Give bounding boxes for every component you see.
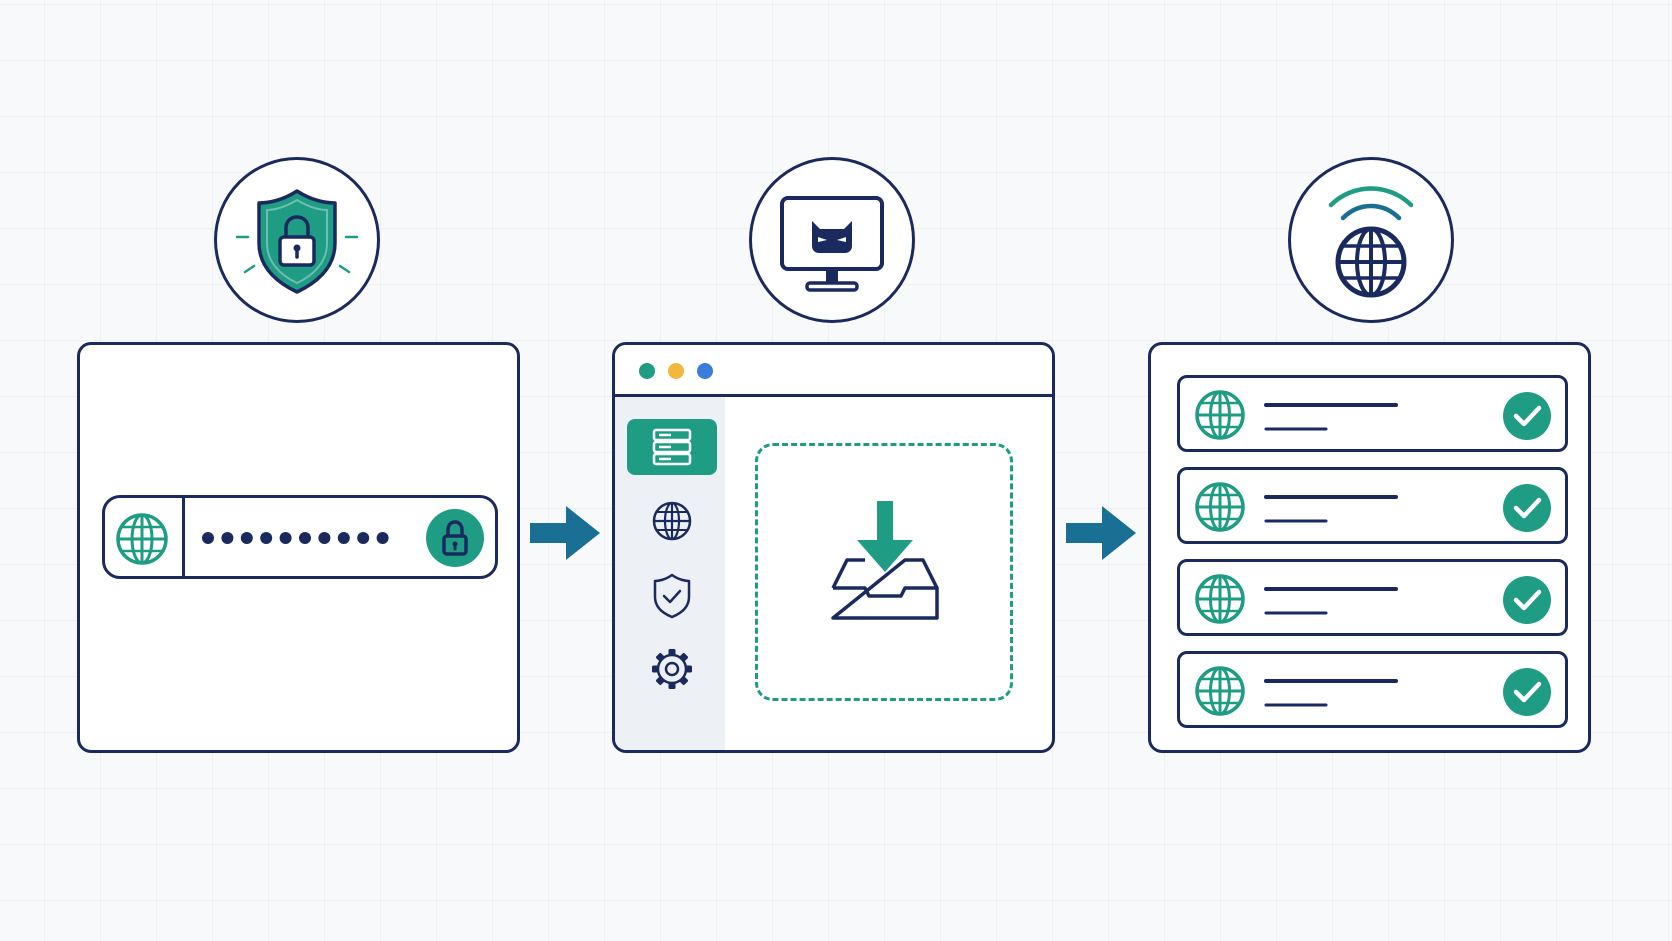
password-dot (240, 532, 253, 544)
monitor-badge (749, 157, 915, 323)
sidebar (615, 397, 725, 750)
globe-icon (1195, 666, 1245, 716)
password-dot (260, 532, 273, 544)
sidebar-item-servers[interactable] (627, 419, 717, 475)
check-icon (1503, 392, 1551, 440)
download-tray-icon (831, 501, 939, 620)
server-icon (652, 428, 692, 466)
sidebar-item-web[interactable] (627, 493, 717, 549)
site-text-placeholder (1264, 403, 1398, 431)
site-text-placeholder (1264, 679, 1398, 707)
site-list-panel (1148, 342, 1591, 753)
shield-lock-icon (235, 189, 359, 294)
globe-icon (116, 513, 168, 565)
masked-password (202, 532, 389, 544)
password-dot (376, 532, 389, 544)
sidebar-item-security[interactable] (627, 567, 717, 623)
right-arrow-icon (530, 506, 600, 560)
password-dot (357, 532, 370, 544)
globe-icon (1195, 482, 1245, 532)
wifi-globe-icon (1328, 186, 1414, 298)
site-text-placeholder (1264, 495, 1398, 523)
gear-icon (652, 649, 692, 689)
password-field-panel (77, 342, 520, 753)
password-dot (318, 532, 331, 544)
password-dot (337, 532, 350, 544)
globe-icon (1195, 390, 1245, 440)
password-input[interactable] (102, 495, 498, 579)
download-dropzone[interactable] (755, 443, 1013, 701)
browser-window-panel (612, 342, 1055, 753)
check-icon (1503, 576, 1551, 624)
shield-check-icon (653, 573, 691, 619)
password-dot (299, 532, 311, 544)
check-icon (1503, 668, 1551, 716)
window-dot-green[interactable] (639, 363, 655, 379)
window-dot-blue[interactable] (697, 363, 713, 379)
shield-lock-badge (214, 157, 380, 323)
monitor-cat-icon (780, 196, 884, 292)
wifi-globe-badge (1288, 157, 1454, 323)
site-row[interactable] (1177, 559, 1568, 636)
right-arrow-icon (1066, 506, 1136, 560)
site-text-placeholder (1264, 587, 1398, 615)
globe-icon (652, 501, 692, 541)
check-icon (1503, 484, 1551, 532)
password-dot (279, 532, 292, 544)
password-divider (182, 498, 185, 576)
window-dot-yellow[interactable] (668, 363, 684, 379)
password-dot (202, 532, 214, 544)
site-row[interactable] (1177, 375, 1568, 452)
lock-icon[interactable] (425, 508, 485, 568)
site-row[interactable] (1177, 467, 1568, 544)
globe-icon (1195, 574, 1245, 624)
password-dot (221, 532, 234, 544)
site-row[interactable] (1177, 651, 1568, 728)
window-titlebar (615, 345, 1052, 397)
sidebar-item-settings[interactable] (627, 641, 717, 697)
